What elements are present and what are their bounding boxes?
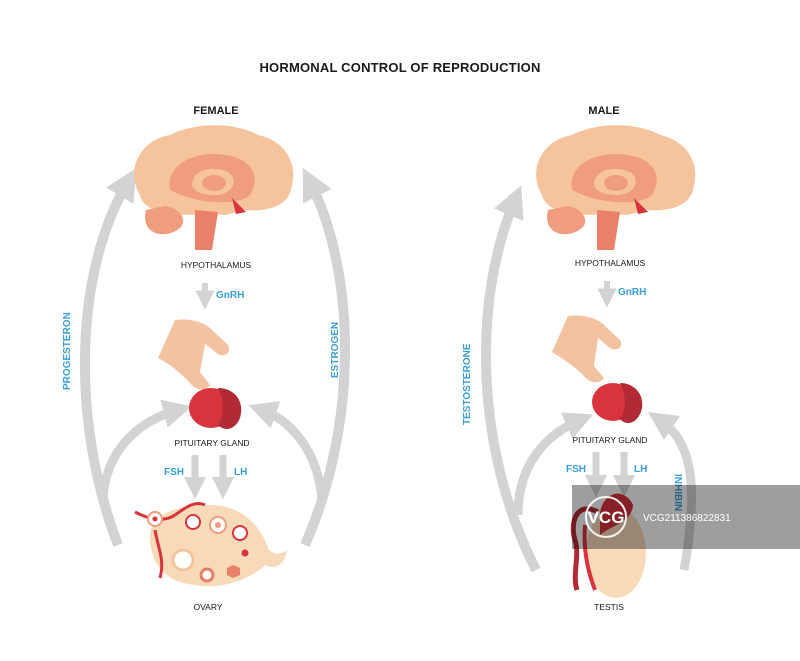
- male-fsh-label: FSH: [566, 464, 586, 475]
- female-section: FEMALE PROGESTERON ESTROGEN HYPOTHALAMUS…: [62, 105, 350, 612]
- female-left-inner-arrow: [98, 399, 192, 501]
- ovary-label: OVARY: [194, 602, 223, 612]
- female-brain: [134, 125, 294, 250]
- watermark: VCG VCG211386822831: [572, 485, 800, 549]
- male-section: MALE TESTOSTERONE INHIBIN HYPOTHALAMUS G…: [462, 105, 697, 612]
- progesteron-label: PROGESTERON: [62, 312, 73, 390]
- male-gnrh-label: GnRH: [618, 287, 646, 298]
- watermark-logo-ring: [585, 496, 627, 538]
- female-hypothalamus-label: HYPOTHALAMUS: [181, 260, 252, 270]
- male-lh-label: LH: [634, 464, 647, 475]
- female-lh-label: LH: [234, 467, 247, 478]
- watermark-logo: VCG: [588, 508, 625, 527]
- watermark-band: [572, 485, 800, 549]
- watermark-id: VCG211386822831: [643, 513, 731, 524]
- female-heading: FEMALE: [193, 105, 238, 117]
- male-testosterone-arrow: [480, 185, 541, 573]
- female-pituitary: [158, 319, 242, 430]
- testis-label: TESTIS: [594, 602, 624, 612]
- ovary: [134, 501, 287, 587]
- female-gnrh-label: GnRH: [216, 290, 244, 301]
- estrogen-label: ESTROGEN: [330, 322, 341, 378]
- inhibin-label: INHIBIN: [672, 474, 683, 511]
- male-pituitary: [552, 315, 643, 424]
- diagram-title: HORMONAL CONTROL OF REPRODUCTION: [259, 60, 540, 75]
- female-right-inner-arrow: [248, 401, 327, 501]
- male-left-inner-arrow: [513, 412, 594, 516]
- male-hypothalamus-label: HYPOTHALAMUS: [575, 258, 646, 268]
- testosterone-label: TESTOSTERONE: [462, 343, 473, 425]
- male-heading: MALE: [588, 105, 619, 117]
- female-fsh-label: FSH: [164, 467, 184, 478]
- male-brain: [536, 125, 696, 250]
- female-pituitary-label: PITUITARY GLAND: [174, 438, 249, 448]
- male-pituitary-label: PITUITARY GLAND: [572, 435, 647, 445]
- testis: [570, 493, 646, 598]
- male-inhibin-arrow: [648, 412, 697, 571]
